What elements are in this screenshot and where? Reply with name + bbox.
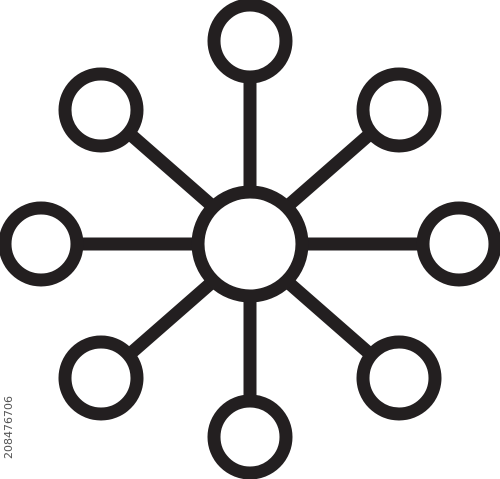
node-top-right [356, 67, 442, 153]
node-bottom-left [58, 335, 144, 421]
hub-node [191, 185, 309, 303]
node-bottom-right [356, 335, 442, 421]
spoke-bottom-right [285, 279, 375, 359]
node-top [207, 0, 293, 84]
node-bottom [207, 394, 293, 479]
spoke-top-right [285, 129, 375, 209]
spoke-bottom-left [125, 279, 215, 359]
spoke-lines [82, 80, 418, 398]
stock-id-label: 208476706 [2, 396, 15, 459]
node-right [416, 201, 500, 287]
spoke-top-left [125, 129, 215, 209]
node-top-left [58, 67, 144, 153]
node-left [0, 201, 84, 287]
